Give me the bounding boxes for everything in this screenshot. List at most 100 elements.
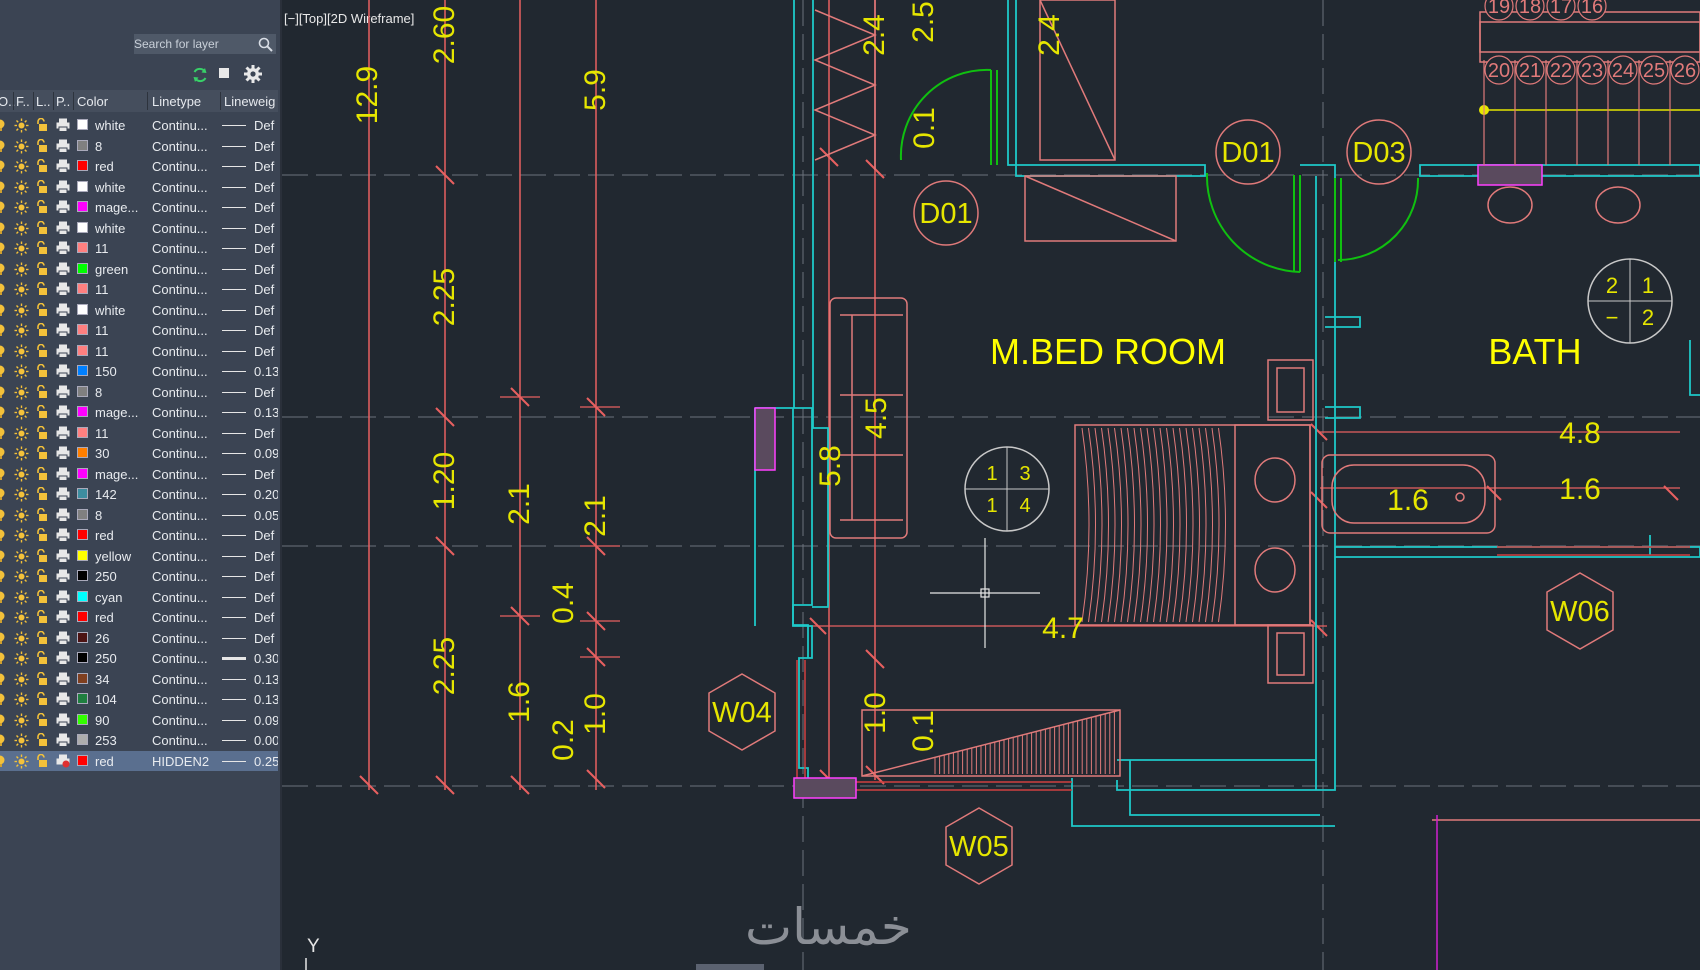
layer-lineweight[interactable]: Def — [254, 630, 275, 646]
color-swatch[interactable] — [77, 570, 88, 581]
layer-lineweight[interactable]: Def — [254, 302, 275, 318]
color-swatch[interactable] — [77, 303, 88, 315]
layer-color-name[interactable]: 30 — [95, 446, 110, 461]
printer-icon[interactable] — [56, 508, 70, 525]
sun-icon[interactable] — [14, 200, 29, 218]
sun-icon[interactable] — [14, 549, 29, 567]
layer-linetype[interactable]: Continu... — [152, 138, 208, 154]
printer-icon[interactable] — [56, 651, 70, 668]
sun-icon[interactable] — [14, 385, 29, 403]
sun-icon[interactable] — [14, 467, 29, 485]
layer-row[interactable]: mage...Continu...Def — [0, 197, 278, 218]
layer-color-name[interactable]: 90 — [95, 712, 110, 728]
lightbulb-icon[interactable] — [0, 426, 7, 443]
layer-color-name[interactable]: 8 — [95, 507, 103, 523]
scroll-handle[interactable] — [696, 964, 764, 970]
layer-lineweight[interactable]: Def — [254, 425, 275, 441]
unlock-icon[interactable] — [35, 527, 48, 545]
printer-icon[interactable] — [56, 487, 70, 504]
layer-color-name[interactable]: red — [95, 753, 114, 769]
unlock-icon[interactable] — [35, 486, 48, 504]
layer-color-name[interactable]: cyan — [95, 589, 123, 605]
printer-icon[interactable] — [56, 262, 70, 279]
layer-linetype[interactable]: Continu... — [152, 528, 208, 543]
lightbulb-icon[interactable] — [0, 446, 7, 463]
unlock-icon[interactable] — [35, 445, 48, 463]
sun-icon[interactable] — [14, 139, 29, 157]
layer-linetype[interactable]: Continu... — [152, 733, 208, 748]
color-swatch[interactable] — [77, 426, 88, 438]
layer-linetype[interactable]: Continu... — [152, 569, 208, 584]
layer-lineweight[interactable]: Def — [254, 610, 275, 625]
lightbulb-icon[interactable] — [0, 282, 7, 299]
lightbulb-icon[interactable] — [0, 118, 7, 135]
col-lineweight[interactable]: Lineweig — [224, 94, 276, 109]
layer-linetype[interactable]: Continu... — [152, 692, 208, 707]
color-swatch[interactable] — [77, 119, 88, 130]
sun-icon[interactable] — [14, 610, 29, 628]
sun-icon[interactable] — [14, 487, 29, 505]
color-swatch[interactable] — [77, 262, 88, 274]
color-swatch[interactable] — [77, 221, 88, 233]
layer-lineweight[interactable]: 0.13 — [254, 671, 278, 687]
printer-icon[interactable] — [56, 180, 70, 197]
layer-color-name[interactable]: 250 — [95, 651, 117, 666]
unlock-icon[interactable] — [35, 609, 48, 627]
printer-icon[interactable] — [56, 303, 70, 320]
lightbulb-icon[interactable] — [0, 508, 7, 525]
printer-icon[interactable] — [56, 590, 70, 607]
unlock-icon[interactable] — [35, 425, 48, 443]
lightbulb-icon[interactable] — [0, 610, 7, 627]
sun-icon[interactable] — [14, 569, 29, 587]
sun-icon[interactable] — [14, 672, 29, 690]
color-swatch[interactable] — [77, 324, 88, 335]
col-linetype[interactable]: Linetype — [152, 94, 202, 109]
printer-icon[interactable] — [56, 631, 70, 648]
lightbulb-icon[interactable] — [0, 180, 7, 197]
unlock-icon[interactable] — [35, 568, 48, 586]
unlock-icon[interactable] — [35, 650, 48, 668]
layer-linetype[interactable]: Continu... — [152, 610, 208, 625]
lightbulb-icon[interactable] — [0, 733, 7, 750]
sun-icon[interactable] — [14, 323, 29, 341]
layer-color-name[interactable]: 8 — [95, 384, 103, 400]
layer-linetype[interactable]: Continu... — [152, 220, 208, 236]
printer-icon[interactable] — [56, 323, 70, 340]
sun-icon[interactable] — [14, 692, 29, 710]
layer-linetype[interactable]: Continu... — [152, 548, 208, 564]
sun-icon[interactable] — [14, 754, 29, 772]
printer-icon[interactable] — [56, 282, 70, 299]
layer-row[interactable]: mage...Continu...0.13 — [0, 402, 278, 423]
printer-icon[interactable] — [56, 528, 70, 545]
layer-linetype[interactable]: Continu... — [152, 651, 208, 666]
layer-color-name[interactable]: 26 — [95, 630, 110, 646]
gear-icon[interactable] — [243, 64, 263, 84]
unlock-icon[interactable] — [35, 691, 48, 709]
layer-lineweight[interactable]: 0.13 — [254, 405, 278, 420]
color-swatch[interactable] — [77, 201, 88, 212]
sun-icon[interactable] — [14, 159, 29, 177]
sun-icon[interactable] — [14, 344, 29, 362]
color-swatch[interactable] — [77, 385, 88, 397]
lightbulb-icon[interactable] — [0, 528, 7, 545]
stop-icon[interactable] — [219, 68, 229, 78]
unlock-icon[interactable] — [35, 158, 48, 176]
lightbulb-icon[interactable] — [0, 631, 7, 648]
printer-icon[interactable] — [56, 241, 70, 258]
layer-linetype[interactable]: Continu... — [152, 241, 208, 256]
sun-icon[interactable] — [14, 590, 29, 608]
